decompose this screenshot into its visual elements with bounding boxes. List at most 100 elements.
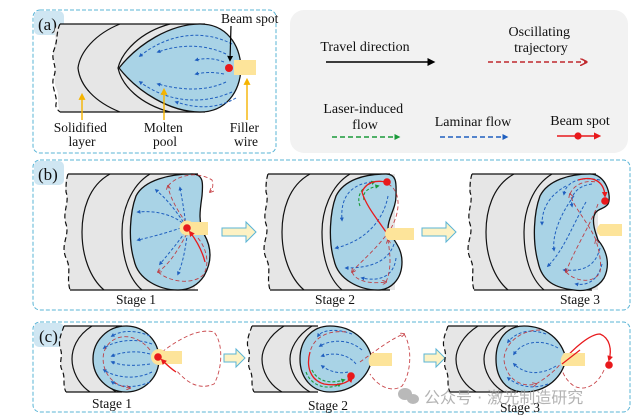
stage-label: Stage 2 — [315, 292, 355, 307]
molten-pool — [533, 173, 610, 292]
oscillating-trajectory — [503, 329, 605, 389]
filler-wire — [560, 353, 585, 366]
layer-boundary-1 — [455, 325, 479, 393]
legend-label-beam-spot: Beam spot — [550, 114, 610, 129]
wechat-icon — [398, 388, 419, 404]
beam-spot-pointer — [227, 25, 234, 62]
panel-b-stage-3: Stage 3 — [467, 173, 622, 307]
panel-c: (c) St — [32, 321, 631, 415]
oscillating-trajectory — [309, 331, 411, 390]
layer-boundary-1 — [261, 325, 285, 393]
legend-item-travel: Travel direction — [320, 40, 436, 66]
beam-spot-dot — [383, 178, 391, 186]
annotation-filler-wire: Filler wire — [230, 120, 263, 149]
panel-b: (b) — [32, 159, 631, 311]
beam-spot-dot — [225, 64, 233, 72]
beam-spot-dot — [183, 224, 191, 232]
molten-pool — [129, 173, 211, 291]
layer-boundary-1 — [281, 173, 311, 291]
annotation-solidified-layer: Solidified layer — [54, 120, 111, 149]
workpiece-broken-edge — [52, 23, 61, 113]
panel-a: (a) Beam spot Solidified — [32, 9, 279, 154]
solidified-layer-region — [247, 326, 318, 392]
layer-boundary-2 — [321, 173, 351, 291]
beam-spot-dot — [154, 353, 162, 361]
legend-label-oscillating: Oscillating trajectory — [509, 25, 574, 56]
stage-label: Stage 1 — [116, 292, 156, 307]
beam-path — [361, 180, 387, 233]
panel-c-stage-2: Stage 2 — [246, 325, 411, 413]
laminar-flow-lines — [506, 330, 559, 388]
filler-wire — [597, 224, 622, 236]
layer-boundary-2 — [523, 173, 553, 291]
workpiece-broken-edge — [263, 173, 271, 291]
panel-b-label-bg — [34, 161, 64, 185]
legend-label-travel: Travel direction — [320, 40, 409, 55]
laser-induced-flow — [305, 369, 346, 388]
beam-path — [561, 333, 613, 363]
beam-spot-dot — [605, 361, 613, 369]
layer-boundary-2 — [289, 325, 313, 393]
layer-boundary-2 — [121, 173, 151, 291]
layer-boundary-1 — [77, 23, 121, 113]
beam-path — [188, 230, 206, 263]
oscillating-trajectory — [102, 330, 222, 388]
workpiece-broken-edge — [58, 325, 67, 393]
layer-boundary-2 — [483, 325, 507, 393]
panel-c-label-bg — [34, 323, 64, 347]
laminar-flow-lines — [138, 34, 237, 108]
molten-pool — [118, 23, 242, 113]
legend-box — [290, 10, 628, 153]
panel-b-stage-2: Stage 2 — [263, 173, 414, 307]
watermark-text: 公众号 · 激光制造研究 — [424, 388, 583, 407]
beam-spot-dot — [601, 197, 609, 205]
laminar-flow-lines — [317, 329, 363, 374]
legend-item-laminar-flow: Laminar flow — [435, 115, 512, 140]
oscillating-trajectory — [158, 174, 213, 282]
panel-c-stage-3: Stage 3 — [442, 325, 613, 415]
filler-wire — [368, 353, 392, 366]
legend: Travel direction Oscillating trajectory … — [290, 10, 628, 153]
workpiece-broken-edge — [442, 325, 451, 393]
layer-boundary-1 — [81, 173, 111, 291]
panel-b-stage-1: Stage 1 — [63, 173, 213, 307]
stage-label: Stage 3 — [500, 400, 540, 415]
stage-transition-arrow — [221, 220, 257, 244]
legend-beam-dot — [574, 132, 582, 140]
beam-path — [307, 351, 354, 386]
panel-c-stage-1: Stage 1 — [58, 325, 222, 411]
legend-item-laser-flow: Laser-induced flow — [323, 102, 406, 140]
laminar-flow-lines — [136, 186, 189, 276]
panel-b-label: (b) — [38, 165, 58, 184]
stage-transition-arrow — [423, 347, 446, 369]
legend-item-beam-spot: Beam spot — [550, 114, 610, 140]
legend-label-laminar-flow: Laminar flow — [435, 115, 512, 130]
legend-label-laser-flow: Laser-induced flow — [323, 102, 406, 133]
workpiece-broken-edge — [246, 325, 255, 393]
watermark: 公众号 · 激光制造研究 — [398, 388, 583, 407]
molten-pool — [329, 173, 403, 291]
layer-boundary-2 — [117, 23, 171, 113]
stage-transition-arrow — [223, 347, 246, 369]
stage-label: Stage 1 — [92, 396, 132, 411]
beam-spot-dot — [347, 372, 355, 380]
beam-path-over-wire — [561, 349, 581, 365]
stage-label: Stage 2 — [308, 398, 348, 413]
workpiece-broken-edge — [63, 173, 71, 291]
layer-boundary-1 — [71, 325, 93, 393]
panel-c-label: (c) — [39, 327, 58, 346]
layer-boundary-1 — [485, 173, 515, 291]
beam-path — [160, 358, 177, 373]
panel-a-label: (a) — [38, 15, 57, 34]
filler-wire — [385, 228, 414, 240]
workpiece-broken-edge — [467, 173, 475, 291]
stage-transition-arrow — [421, 220, 457, 244]
filler-wire — [234, 60, 256, 75]
beam-path — [577, 177, 608, 198]
legend-item-oscillating: Oscillating trajectory — [488, 25, 586, 62]
oscillating-trajectory — [352, 183, 399, 283]
annotation-molten-pool: Molten pool — [144, 120, 186, 149]
oscillating-trajectory — [566, 181, 601, 281]
stage-label: Stage 3 — [560, 292, 600, 307]
